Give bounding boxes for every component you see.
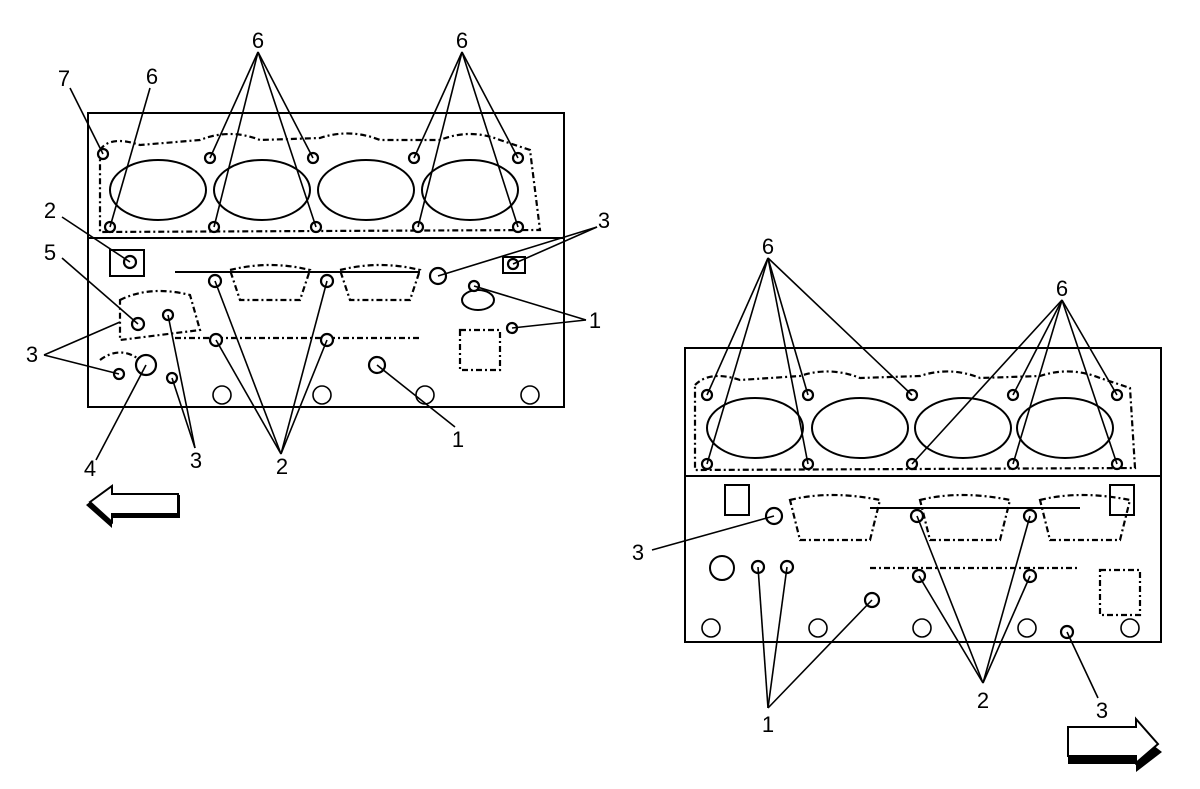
callout-l5: 5 xyxy=(44,240,56,265)
callout-r2: 2 xyxy=(977,688,989,713)
callout-l2a: 2 xyxy=(44,198,56,223)
callout-r3b: 3 xyxy=(1096,698,1108,723)
left-callouts: 6 6 6 7 2 5 3 3 3 1 1 4 2 xyxy=(26,28,610,481)
callout-l3b: 3 xyxy=(190,448,202,473)
left-engine-block xyxy=(87,112,565,408)
callout-r1: 1 xyxy=(762,712,774,737)
right-callouts: 6 6 3 1 2 3 xyxy=(632,234,1108,737)
callout-l6a: 6 xyxy=(252,28,264,53)
callout-r6a: 6 xyxy=(762,234,774,259)
callout-l1b: 1 xyxy=(452,427,464,452)
left-leader-lines xyxy=(43,51,598,461)
callout-l3a: 3 xyxy=(26,342,38,367)
callout-r6b: 6 xyxy=(1056,276,1068,301)
callout-l6b: 6 xyxy=(456,28,468,53)
callout-r3a: 3 xyxy=(632,540,644,565)
left-direction-arrow xyxy=(86,484,180,528)
callout-l2b: 2 xyxy=(276,454,288,479)
callout-l4: 4 xyxy=(84,456,96,481)
right-engine-block xyxy=(684,347,1162,643)
right-leader-lines xyxy=(651,257,1118,709)
callout-l3c: 3 xyxy=(598,208,610,233)
callout-l1a: 1 xyxy=(589,308,601,333)
callout-l6c: 6 xyxy=(146,64,158,89)
right-direction-arrow xyxy=(1067,716,1162,772)
callout-l7: 7 xyxy=(58,66,70,91)
